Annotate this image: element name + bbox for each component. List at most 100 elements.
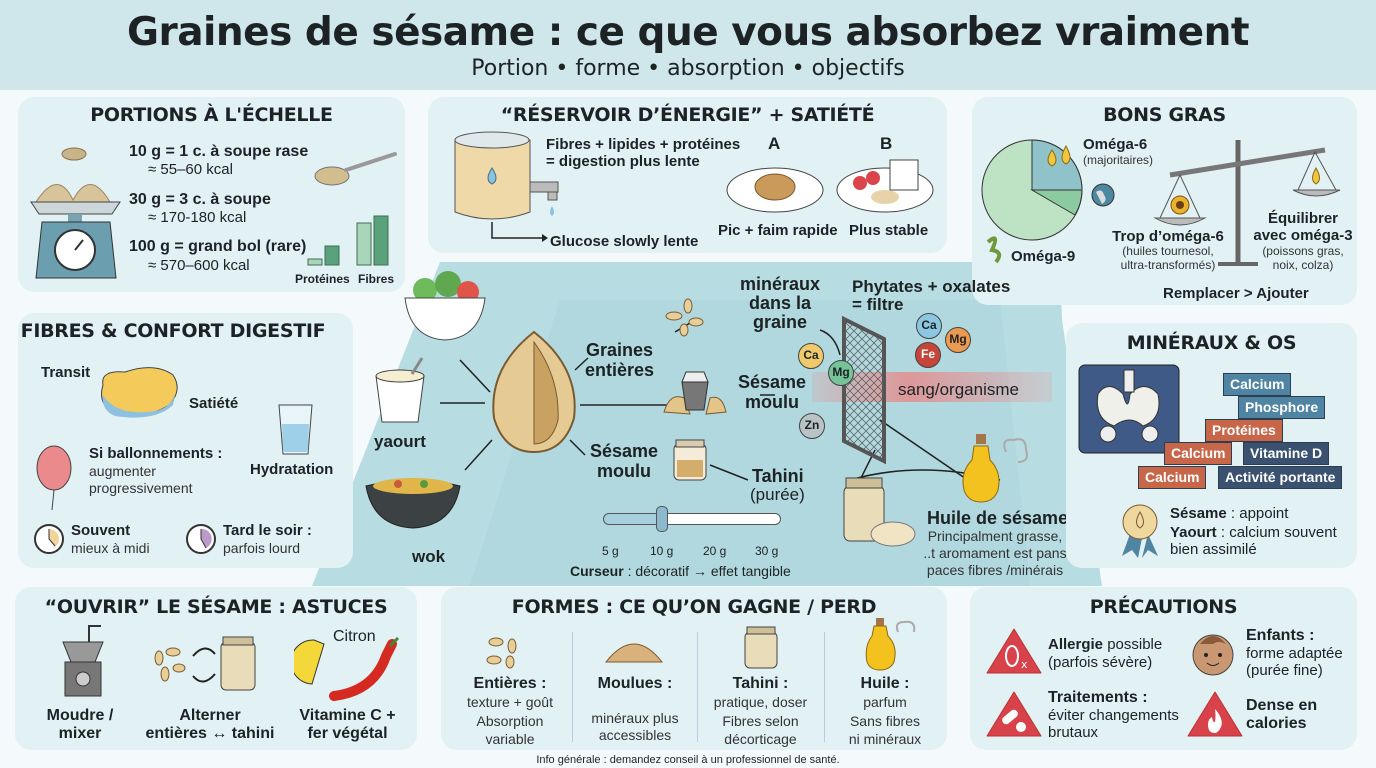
astuces-title: “OUVRIR” LE SÉSAME : ASTUCES [44,596,388,618]
fibres-title: FIBRES & CONFORT DIGESTIF [20,320,326,342]
reservoir-line1: Fibres + lipides + protéines [546,136,741,153]
hydratation-label: Hydratation [250,461,334,478]
phytates-line1: Phytates + oxalates [852,277,1011,296]
yaourt-calcium-text: : calcium souvent [1216,524,1337,541]
moudre-1: Moudre / [46,707,114,724]
enfants-2: (purée fine) [1246,662,1323,679]
forme-entieres-l2: Absorption [476,713,544,729]
header-band [0,0,1376,90]
souvent-sub: mieux à midi [71,540,150,556]
clock-midday-icon [34,524,64,554]
portion-100g: 100 g = grand bol (rare) [129,238,307,255]
transit-label: Transit [41,364,91,381]
grinder-mill-icon [62,625,104,697]
balloon-icon [36,445,72,511]
brick-phosphore: Phosphore [1238,396,1326,419]
precautions-title: PRÉCAUTIONS [1089,596,1238,618]
mineral-fe-out: Fe [915,342,941,368]
yaourt-calcium-2: bien assimilé [1170,541,1257,558]
forme-huile-l3: ni minéraux [848,731,922,747]
kitchen-scale-icon [30,147,121,279]
sesame-appoint-bold: Sésame [1170,505,1227,522]
tard-sub: parfois lourd [223,540,301,556]
wok-label: wok [412,547,446,566]
sesame-moulu-line1: Sésame [738,372,807,392]
remplacer-ajouter: Remplacer > Ajouter [1163,285,1309,302]
brick-proteines: Protéines [1205,419,1283,442]
enfants-1: forme adaptée [1246,645,1343,662]
alternate-seeds-tahini-icon [154,636,256,691]
alterner-2: entières ↔ tahini [145,725,275,742]
pie-slice-omega6 [1031,139,1083,191]
vitc-2: fer végétal [307,725,388,742]
portion-slider-thumb[interactable] [656,506,668,532]
omega6-sub: (majoritaires) [1083,153,1154,167]
forme-moulues-l3: accessibles [598,727,672,743]
lemon-pepper-icon [294,636,400,701]
forme-huile-l2: Sans fibres [849,713,921,729]
reservoir-title: “RÉSERVOIR D’ÉNERGIE” + SATIÉTÉ [500,104,875,126]
yaourt-label: yaourt [374,432,426,451]
olive-icon [986,236,1002,264]
ground-sesame-jar-icon [673,439,707,481]
grinder-icon [663,371,727,415]
mineral-mg-out: Mg [945,327,971,353]
bar-label-proteines: Protéines [295,272,350,286]
slider-tick-20g: 20 g [703,544,727,558]
yaourt-calcium-bold: Yaourt [1170,524,1217,541]
divider [572,632,573,742]
calorie-fire-warning-icon [1187,691,1243,737]
brick-activite-portante: Activité portante [1218,466,1343,489]
trop-sub1: (huiles tournesol, [1122,244,1214,258]
allergy-warning-icon: x [986,628,1042,674]
ground-powder-icon [604,643,664,663]
page-subtitle: Portion • forme • absorption • objectifs [471,56,905,81]
yogurt-icon [375,357,425,423]
allergie-sub: (parfois sévère) [1048,654,1153,671]
enfants-title: Enfants : [1246,627,1315,644]
salad-bowl-icon [404,271,486,341]
puree-label: (purée) [750,485,805,504]
plate-b-label: B [880,134,893,153]
equilibrer-1: Équilibrer [1267,210,1338,227]
huile-title: Huile de sésame [927,508,1069,528]
sesame-appoint: Sésame : appoint [1170,505,1288,522]
forme-huile-l1: parfum [863,694,907,710]
brick-vitamine-d: Vitamine D [1243,442,1330,465]
fat-pie-chart [981,139,1083,264]
forme-entieres-label: Entières : [473,675,547,692]
moudre-2: mixer [58,725,102,742]
globe-icon [1091,183,1115,207]
traitements-2: brutaux [1048,724,1099,741]
mineraux-os-title: MINÉRAUX & OS [1126,332,1297,354]
baby-face-icon [1192,634,1234,676]
slider-caption: Curseur : décoratif → effet tangible [570,563,791,579]
phytates-line2: = filtre [852,295,904,314]
satiete-label: Satiété [189,395,239,412]
sponge-icon [101,367,178,418]
forme-moulues-l2: minéraux plus [591,710,679,726]
allergie-text: Allergie possible [1048,636,1162,653]
forme-moulues-label: Moulues : [597,675,673,692]
slider-tick-5g: 5 g [602,544,619,558]
portion-100g-kcal: ≈ 570–600 kcal [148,257,250,274]
bar-label-fibres: Fibres [358,272,395,286]
graines-line1: Graines [586,340,654,360]
sesame-appoint-text: : appoint [1226,505,1289,522]
huile-line3: paces fibres /minérais [926,562,1064,578]
clock-evening-icon [186,524,216,554]
portion-slider-track[interactable] [603,513,781,525]
alterner-1: Alterner [179,707,241,724]
portion-10g-kcal: ≈ 55–60 kcal [148,161,233,178]
tahini-jar-icon [843,477,916,547]
oil-bottle-icon [962,434,1028,503]
huile-line1: Principalment grasse, [927,528,1063,544]
portion-30g: 30 g = 3 c. à soupe [129,191,271,208]
tard-title: Tard le soir : [223,522,312,539]
huile-line2: ..t aromament est pans [923,545,1067,561]
slider-tick-10g: 10 g [650,544,674,558]
phytates-label: Phytates + oxalates= filtre [852,278,1010,314]
mineral-ca-out: Ca [916,313,942,339]
